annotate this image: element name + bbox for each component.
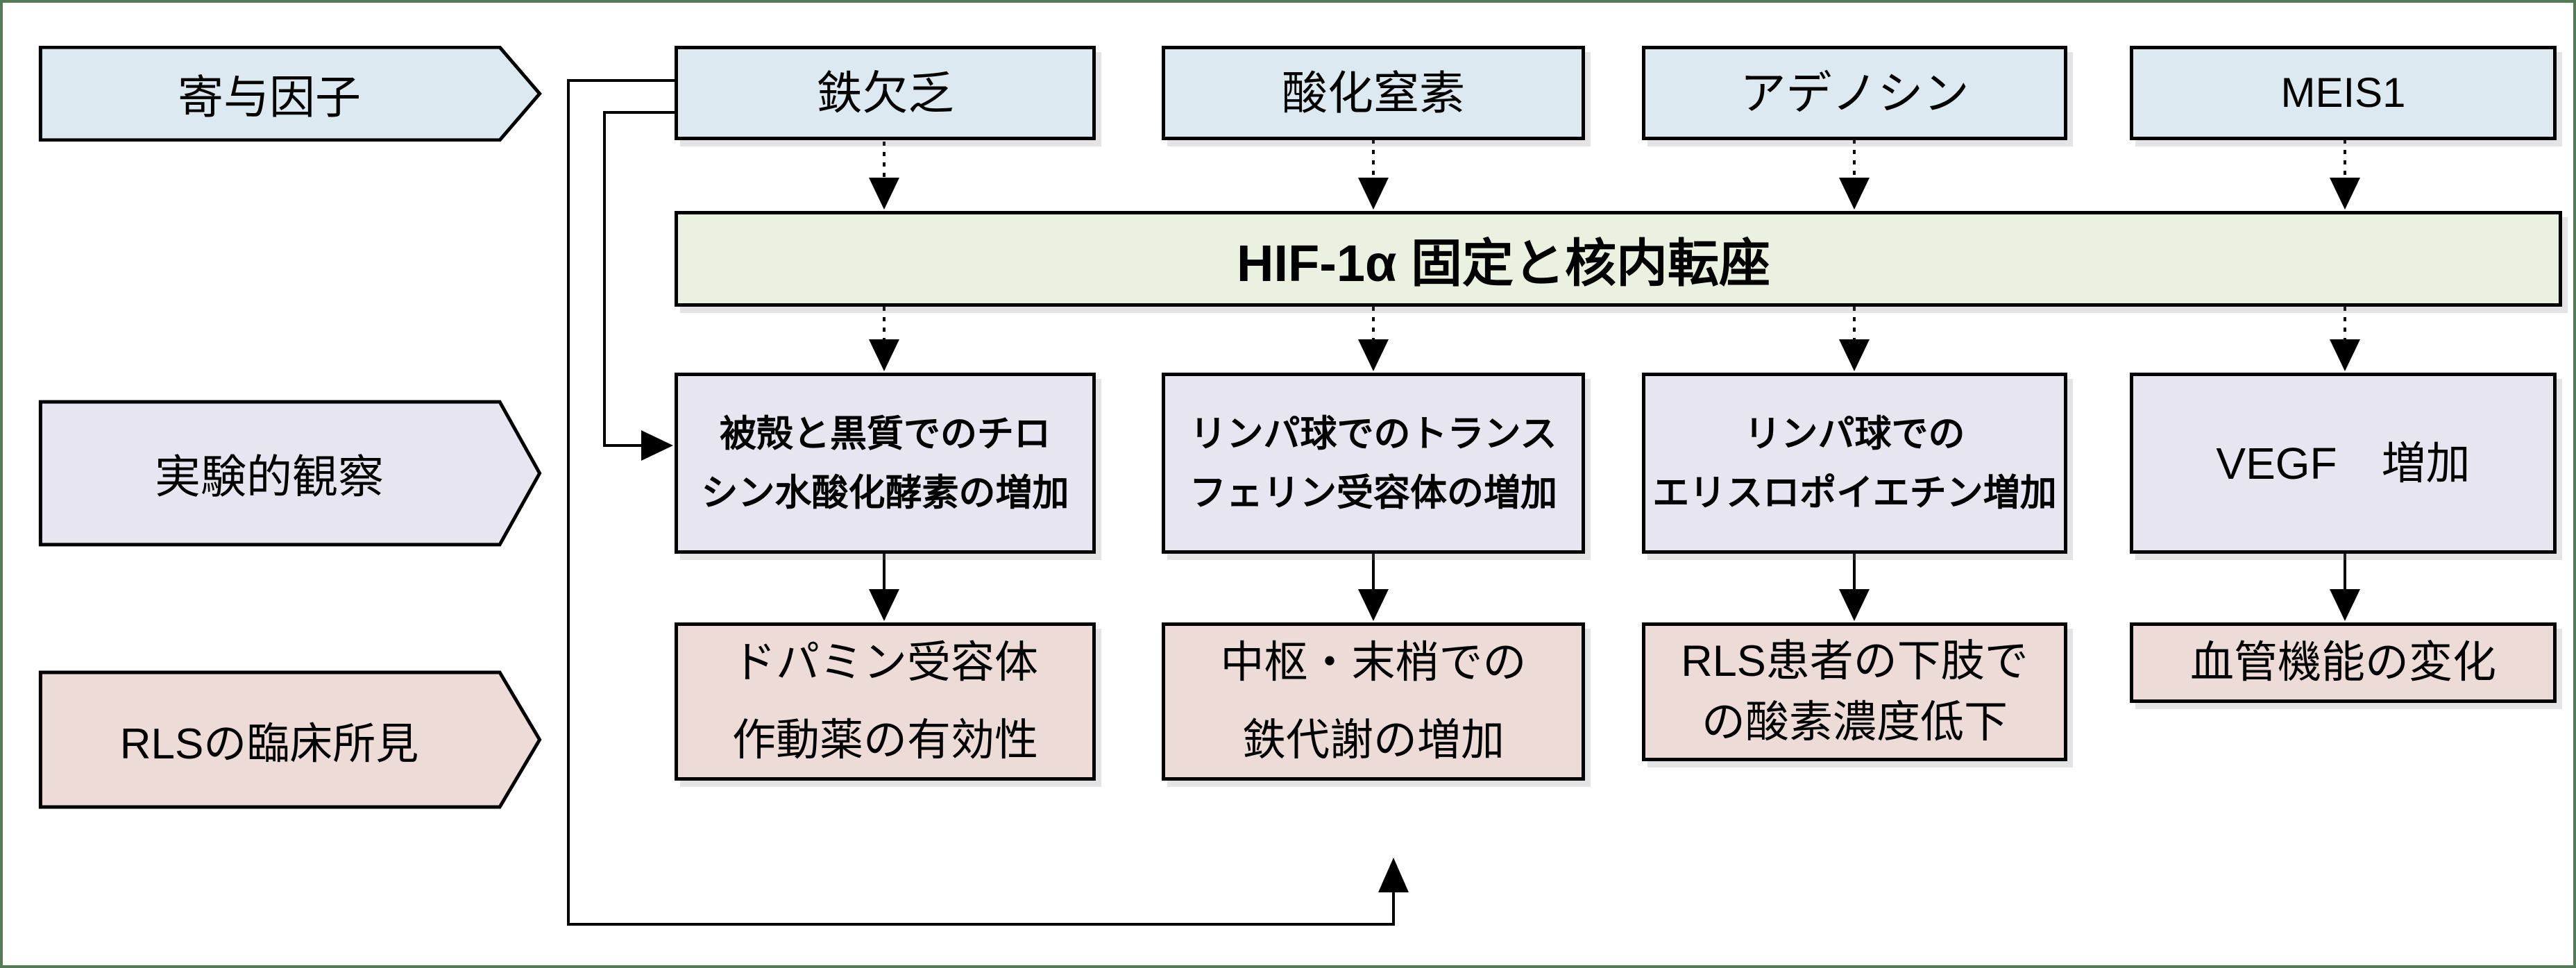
observation-text: VEGF 増加 bbox=[2216, 438, 2471, 489]
row-label-text: 寄与因子 bbox=[178, 71, 361, 123]
factor-box-nitric-oxide: 酸化窒素 bbox=[1162, 46, 1585, 140]
finding-box-dopamine-agonist: ドパミン受容体 作動薬の有効性 bbox=[675, 622, 1096, 781]
solid-arrow-erythropoietin-to-oxygen bbox=[1839, 554, 1870, 621]
dotted-arrow-adenosine-to-banner bbox=[1839, 139, 1870, 210]
dotted-arrow-meis1-to-banner bbox=[2330, 139, 2360, 210]
dotted-arrow-iron-to-banner bbox=[869, 142, 899, 210]
observation-text: リンパ球でのトランス bbox=[1189, 413, 1557, 455]
row-label-text: 実験的観察 bbox=[155, 451, 384, 502]
chevron-shape bbox=[37, 670, 543, 809]
observation-text: 被殻と黒質でのチロ bbox=[720, 413, 1051, 455]
finding-text: の酸素濃度低下 bbox=[1702, 698, 2008, 747]
finding-box-vascular-change: 血管機能の変化 bbox=[2130, 622, 2557, 703]
dotted-arrow-banner-to-tyrosine bbox=[869, 307, 899, 371]
finding-text: 作動薬の有効性 bbox=[732, 716, 1038, 765]
chevron-shape bbox=[37, 400, 543, 547]
observation-box-tyrosine-hydroxylase: 被殻と黒質でのチロ シン水酸化酵素の増加 bbox=[675, 373, 1096, 554]
row-label-text: RLSの臨床所見 bbox=[119, 720, 419, 768]
observation-box-transferrin-receptor: リンパ球でのトランス フェリン受容体の増加 bbox=[1162, 373, 1585, 554]
factor-box-adenosine: アデノシン bbox=[1642, 46, 2067, 140]
observation-text: シン水酸化酵素の増加 bbox=[701, 472, 1069, 513]
row-label-rls-clinical-findings: RLSの臨床所見 bbox=[37, 670, 543, 809]
dotted-arrow-banner-to-erythropoietin bbox=[1839, 307, 1870, 371]
finding-text: 鉄代謝の増加 bbox=[1242, 716, 1505, 765]
finding-box-iron-metabolism: 中枢・末梢での 鉄代謝の増加 bbox=[1162, 622, 1585, 781]
dotted-arrow-nitric-oxide-to-banner bbox=[1358, 139, 1389, 210]
finding-box-oxygen-decrease: RLS患者の下肢で の酸素濃度低下 bbox=[1642, 622, 2067, 761]
solid-arrow-tyrosine-to-dopamine bbox=[869, 554, 899, 621]
solid-arrow-vegf-to-vascular bbox=[2330, 554, 2360, 621]
feedback-line-iron-to-tyrosine bbox=[603, 111, 675, 461]
finding-text: RLS患者の下肢で bbox=[1681, 637, 2028, 686]
dotted-arrow-banner-to-vegf bbox=[2330, 307, 2360, 371]
finding-text: 中枢・末梢での bbox=[1220, 638, 1527, 687]
observation-text: フェリン受容体の増加 bbox=[1189, 472, 1557, 513]
observation-text: エリスロポイエチン増加 bbox=[1652, 472, 2057, 513]
hif-banner-text: HIF-1α 固定と核内転座 bbox=[1237, 234, 1771, 292]
dotted-arrow-banner-to-transferrin bbox=[1358, 307, 1389, 371]
factor-label: MEIS1 bbox=[2280, 69, 2406, 116]
row-label-contributing-factors: 寄与因子 bbox=[37, 46, 543, 142]
finding-text: ドパミン受容体 bbox=[732, 638, 1038, 687]
factor-label: 鉄欠乏 bbox=[816, 67, 954, 119]
factor-label: アデノシン bbox=[1740, 67, 1969, 119]
observation-box-erythropoietin: リンパ球での エリスロポイエチン増加 bbox=[1642, 373, 2067, 554]
solid-arrow-transferrin-to-iron-metabolism bbox=[1358, 554, 1389, 621]
chevron-shape bbox=[37, 46, 543, 142]
row-label-experimental-observations: 実験的観察 bbox=[37, 400, 543, 547]
finding-text: 血管機能の変化 bbox=[2190, 638, 2496, 687]
factor-box-iron-deficiency: 鉄欠乏 bbox=[675, 46, 1096, 140]
observation-box-vegf: VEGF 増加 bbox=[2130, 373, 2557, 554]
factor-label: 酸化窒素 bbox=[1282, 67, 1465, 119]
observation-text: リンパ球での bbox=[1744, 413, 1965, 455]
hif-banner: HIF-1α 固定と核内転座 bbox=[675, 211, 2562, 307]
factor-box-meis1: MEIS1 bbox=[2130, 46, 2557, 140]
